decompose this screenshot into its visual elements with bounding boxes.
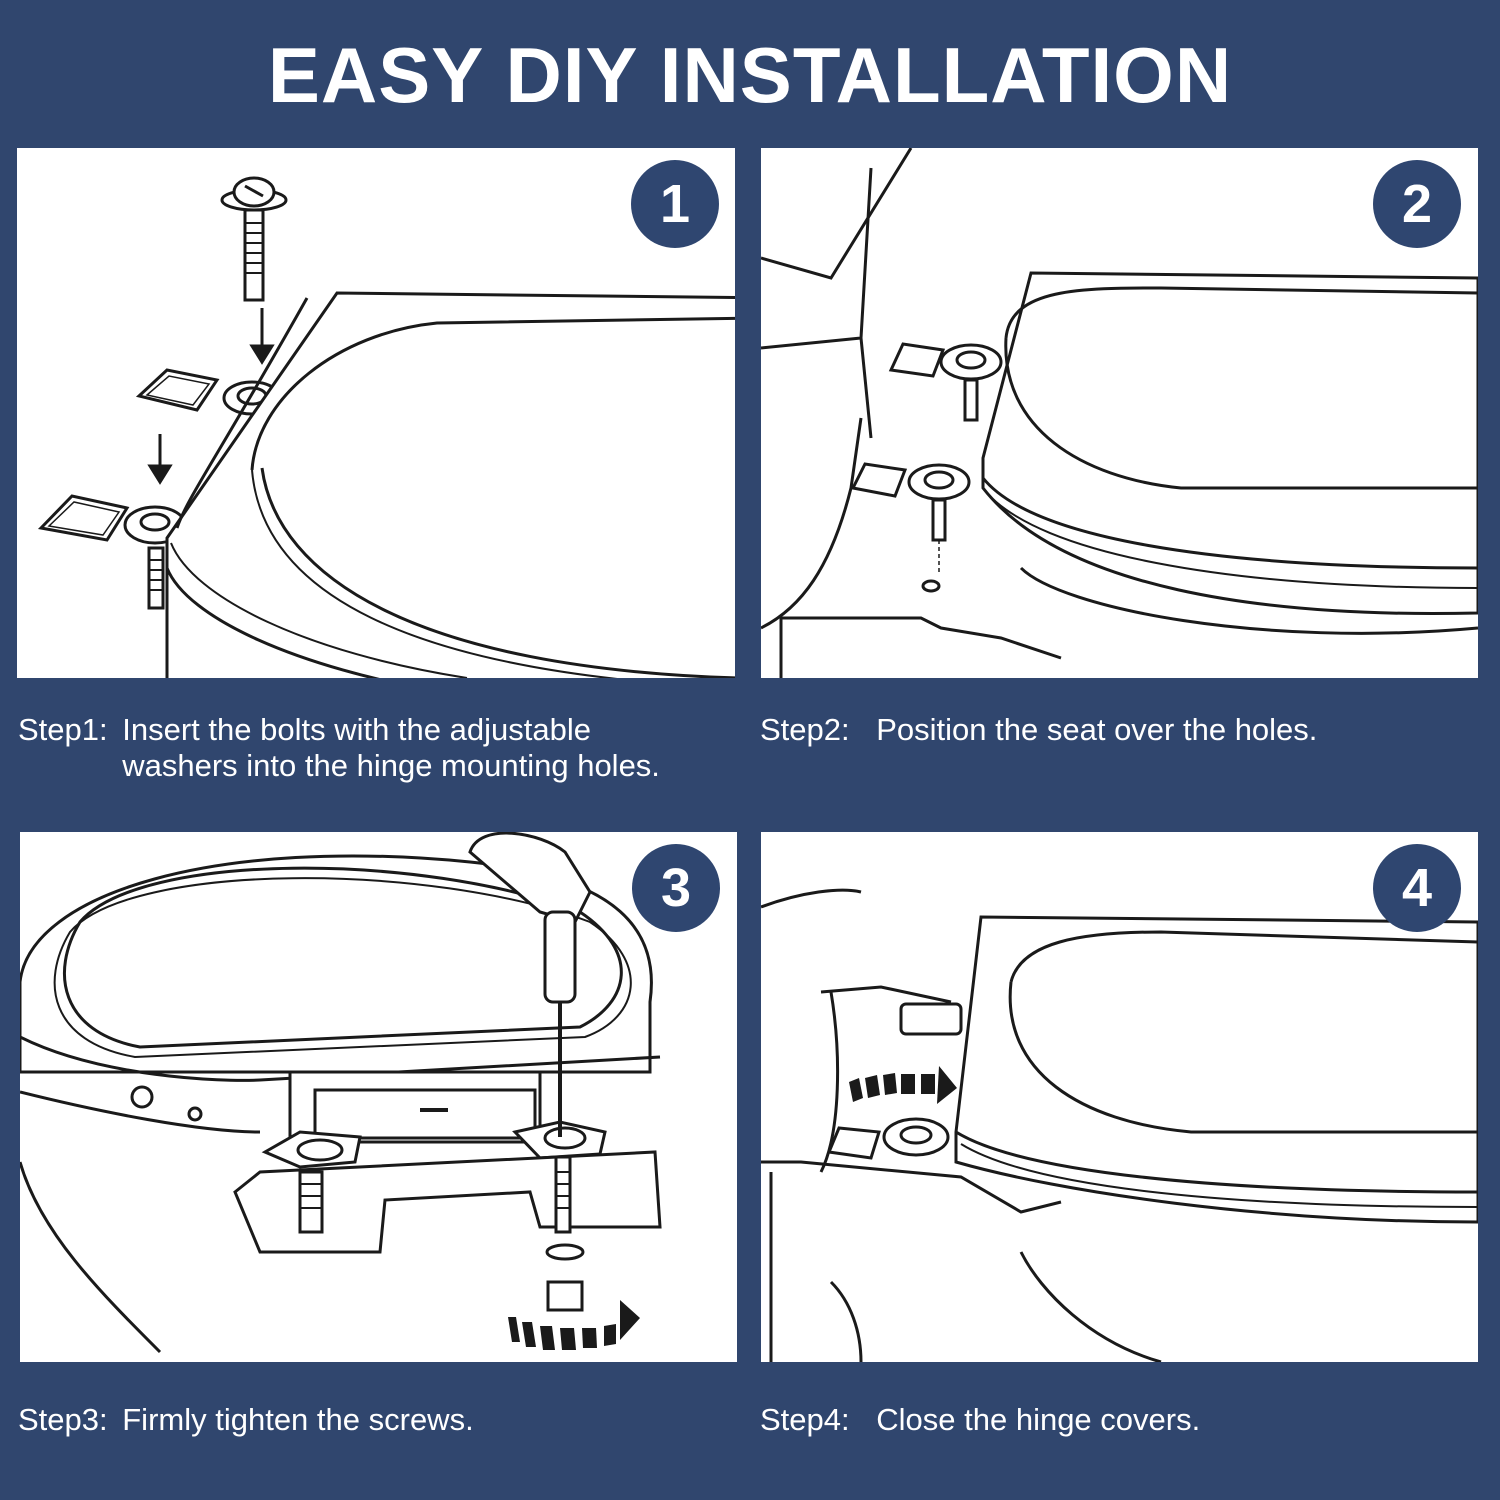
step-1-illustration [37,176,735,678]
step-4-badge: 4 [1373,844,1461,932]
step-2-text-line1: Position the seat over the holes. [876,712,1318,747]
arrow-right-icon [849,1066,957,1104]
step-3-illustration [20,832,662,1354]
toilet-seat-icon [165,291,735,678]
toilet-seat-icon [981,271,1478,616]
base-outline [233,1150,662,1254]
step-2-badge: 2 [1373,160,1461,248]
toilet-tank-icon [761,148,913,439]
toilet-seat-icon [954,915,1478,1224]
bolt-icon [220,176,288,302]
arrow-down-icon [147,308,275,485]
page-title: EASY DIY INSTALLATION [267,31,1233,119]
rotate-arrow-icon [508,1300,640,1350]
step-1-badge: 1 [631,160,719,248]
step-1-text-line2: washers into the hinge mounting holes. [122,748,660,783]
step-3-panel: 3 [20,832,737,1362]
step-1-caption: Step1: Insert the bolts with the adjusta… [18,712,738,784]
bolt-icon [298,1155,572,1234]
toilet-seat-icon [20,854,661,1134]
toilet-tank-icon [761,888,952,1173]
step-1-label: Step1: [18,712,108,747]
hinge-block-icon [899,1002,963,1036]
step-4-caption: Step4: Close the hinge covers. [760,1402,1480,1438]
hinge-plate-icon [261,1070,607,1169]
step-4-text-line1: Close the hinge covers. [876,1402,1201,1437]
step-3-text-line1: Firmly tighten the screws. [122,1402,474,1437]
hinge-cover-icon [850,342,1003,593]
step-2-label: Step2: [760,712,850,747]
step-4-illustration [761,888,1478,1362]
hinge-cover-icon [826,1117,950,1160]
step-3-caption: Step3: Firmly tighten the screws. [18,1402,738,1438]
toilet-bowl-icon [20,1085,203,1354]
toilet-bowl-icon [761,417,1478,678]
step-1-text-line1: Insert the bolts with the adjustable [122,712,591,747]
step-1-panel: 1 [17,148,735,678]
step-2-panel: 2 [761,148,1478,678]
step-2-illustration [761,148,1478,678]
step-4-panel: 4 [761,832,1478,1362]
hinge-cover-icon [37,368,282,610]
toilet-bowl-icon [761,1160,1162,1362]
step-2-caption: Step2: Position the seat over the holes. [760,712,1480,748]
washer-nut-icon [545,1243,585,1312]
step-4-label: Step4: [760,1402,850,1437]
screwdriver-icon [468,832,592,1137]
step-3-label: Step3: [18,1402,108,1437]
step-3-badge: 3 [632,844,720,932]
